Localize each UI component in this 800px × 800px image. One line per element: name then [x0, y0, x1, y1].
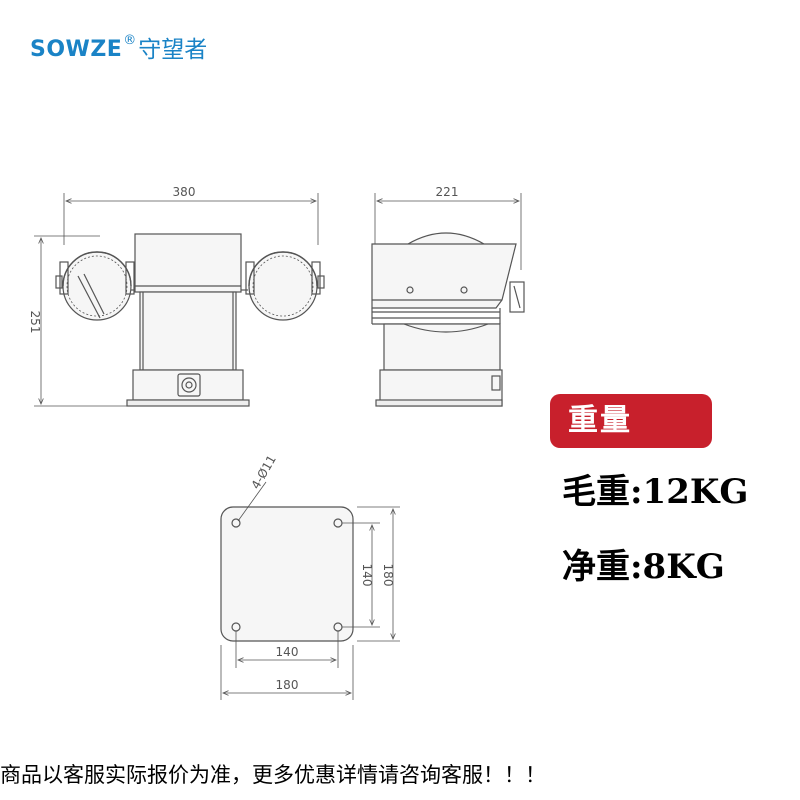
logo-brand-text: SOWZE	[30, 37, 123, 62]
front-view-drawing	[34, 193, 325, 407]
hole-spacing-y-dimension: 140	[360, 564, 374, 587]
gross-weight: 毛重:12KG	[562, 472, 749, 512]
front-width-dimension: 380	[173, 185, 196, 199]
brand-logo: SOWZE ® 守望者	[30, 32, 207, 68]
price-notice: 商品以客服实际报价为准，更多优惠详情请咨询客服！！！	[0, 763, 546, 787]
side-width-dimension: 221	[436, 185, 459, 199]
base-plate-drawing	[220, 481, 400, 700]
weight-badge-label: 重量	[568, 403, 632, 438]
hole-spacing-x-dimension: 140	[276, 645, 299, 659]
side-view-drawing	[371, 193, 525, 407]
hole-callout: 4-Ø11	[248, 453, 278, 492]
logo-chinese-name: 守望者	[138, 37, 208, 63]
logo-registered-mark: ®	[123, 33, 137, 48]
weight-badge: 重量	[550, 394, 712, 448]
net-weight: 净重:8KG	[562, 547, 725, 587]
plate-height-dimension: 180	[381, 564, 395, 587]
plate-width-dimension: 180	[276, 678, 299, 692]
technical-drawing: 380 251 221 4-Ø11 140 180 140 180	[28, 185, 525, 700]
front-height-dimension: 251	[28, 311, 42, 334]
